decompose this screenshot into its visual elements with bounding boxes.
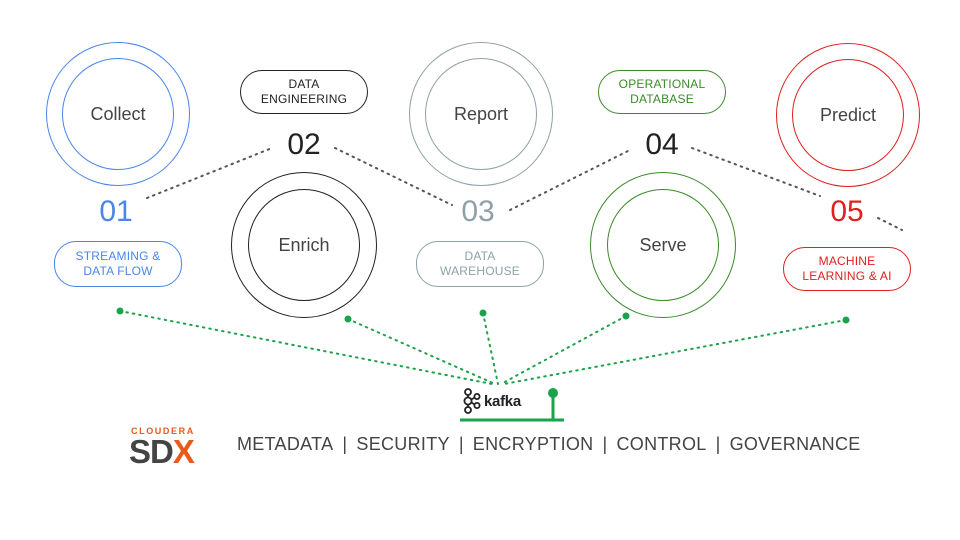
report-outer-ring: [409, 42, 553, 186]
feature-separator: |: [342, 434, 348, 454]
sdx-features: METADATA | SECURITY | ENCRYPTION | CONTR…: [237, 434, 861, 455]
feature-governance: GOVERNANCE: [729, 434, 861, 454]
pill-line-2: WAREHOUSE: [439, 264, 521, 278]
pill-line-1: STREAMING &: [75, 249, 161, 263]
pill-line-2: ENGINEERING: [260, 92, 348, 106]
kafka-label: kafka: [484, 392, 521, 410]
sdx-logo: SDX: [129, 433, 195, 471]
stage-number-05: 05: [830, 195, 864, 228]
collect-circle: Collect: [62, 58, 174, 170]
pill-line-2: DATABASE: [630, 92, 694, 106]
kafka-logo-icon: [463, 388, 481, 414]
serve-outer-ring: [590, 172, 736, 318]
pill-data-engineering: DATA ENGINEERING: [240, 70, 368, 114]
enrich-label: Enrich: [278, 234, 330, 255]
pill-data-warehouse: DATA WAREHOUSE: [416, 241, 544, 287]
pill-line-1: DATA: [464, 249, 496, 263]
feature-separator: |: [715, 434, 721, 454]
feature-control: CONTROL: [616, 434, 707, 454]
report-label: Report: [453, 103, 509, 124]
serve-label: Serve: [639, 234, 687, 255]
pill-line-1: DATA: [288, 77, 320, 91]
predict-circle: Predict: [792, 59, 904, 171]
feature-security: SECURITY: [356, 434, 450, 454]
pill-line-1: OPERATIONAL: [618, 77, 706, 91]
enrich-circle: Enrich: [248, 189, 360, 301]
feature-encryption: ENCRYPTION: [472, 434, 594, 454]
collect-outer-ring: [46, 42, 190, 186]
pill-operational-database: OPERATIONAL DATABASE: [598, 70, 726, 114]
stage-number-01: 01: [99, 195, 133, 228]
enrich-outer-ring: [231, 172, 377, 318]
sdx-x: X: [172, 433, 195, 470]
pill-machine-learning: MACHINE LEARNING & AI: [783, 247, 911, 291]
feature-metadata: METADATA: [237, 434, 334, 454]
pill-line-2: LEARNING & AI: [802, 269, 892, 283]
stage-wave-lines: [146, 147, 903, 231]
stage-number-04: 04: [645, 128, 679, 161]
feature-separator: |: [458, 434, 464, 454]
pill-line-1: MACHINE: [818, 254, 876, 268]
predict-outer-ring: [776, 43, 920, 187]
kafka-hub: kafka: [463, 386, 521, 416]
kafka-link-dots: [116, 307, 850, 324]
collect-label: Collect: [90, 103, 146, 124]
report-circle: Report: [425, 58, 537, 170]
predict-label: Predict: [819, 104, 877, 125]
serve-circle: Serve: [607, 189, 719, 301]
sdx-prefix: SD: [129, 433, 174, 470]
feature-separator: |: [602, 434, 608, 454]
stage-number-02: 02: [287, 128, 321, 161]
cloudera-brand-text: CLOUDERA: [131, 426, 195, 436]
pill-streaming-data-flow: STREAMING & DATA FLOW: [54, 241, 182, 287]
stage-number-03: 03: [461, 195, 495, 228]
kafka-base-dot: [548, 388, 558, 398]
pill-line-2: DATA FLOW: [83, 264, 153, 278]
kafka-links: [119, 310, 847, 385]
